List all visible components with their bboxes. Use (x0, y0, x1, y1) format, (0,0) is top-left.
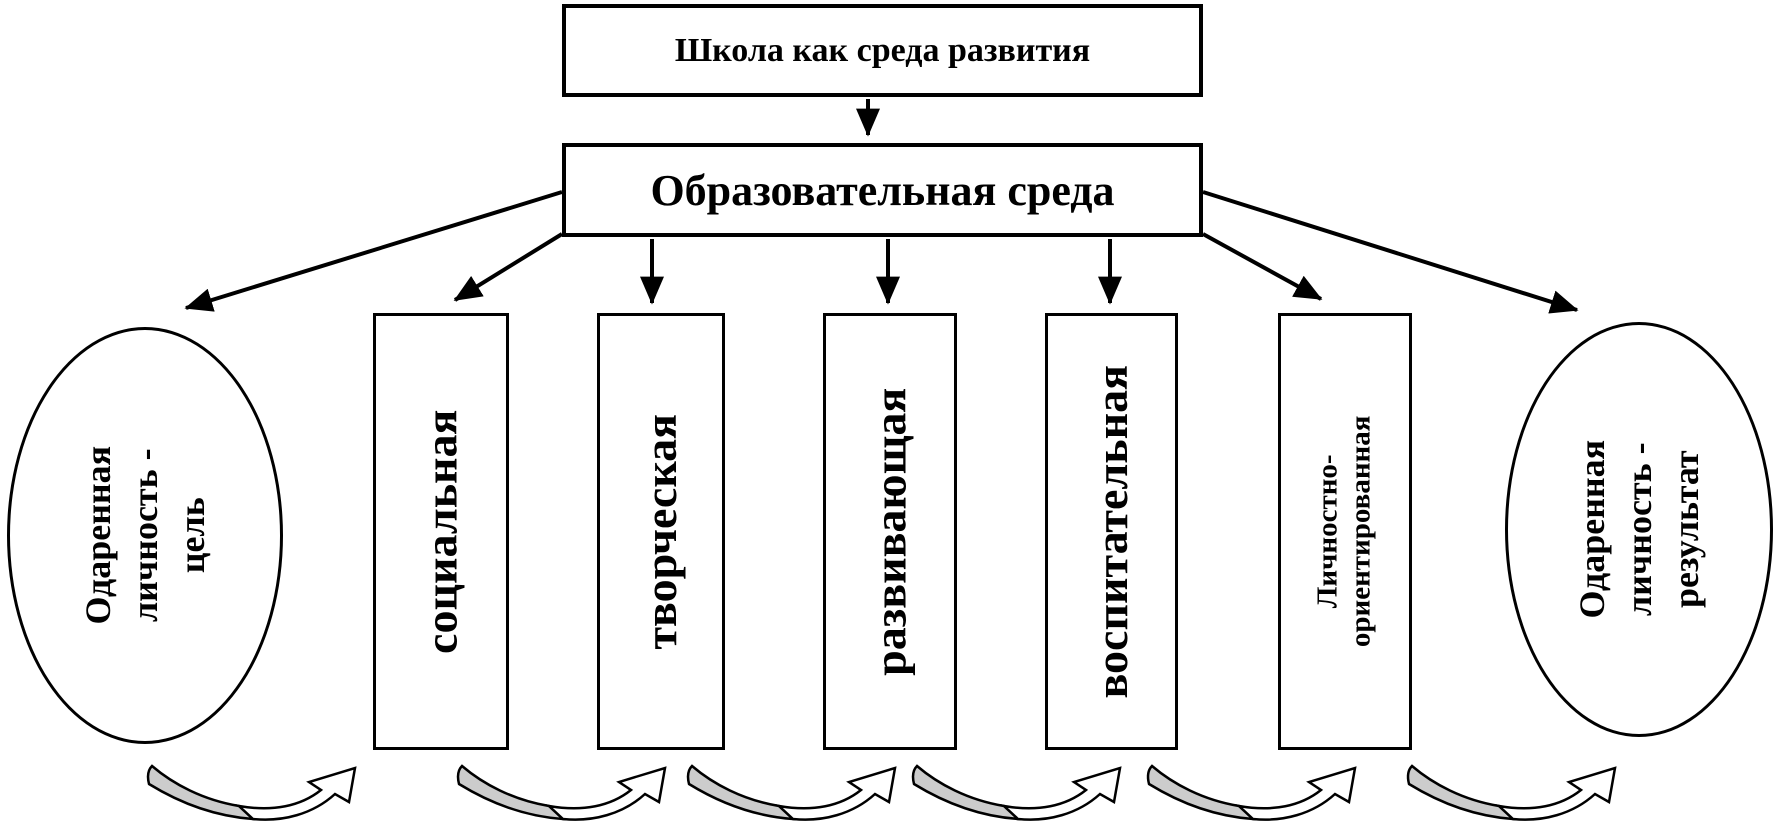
goal-ellipse-line: личность - (124, 448, 165, 623)
component-personality-oriented-label: Личностно- ориентированная (1312, 416, 1379, 648)
result-ellipse-label: Одаренная личность - результат (1569, 440, 1709, 619)
env-box-label: Образовательная среда (650, 165, 1115, 215)
component-personality-oriented-line: ориентированная (1345, 415, 1378, 648)
component-social: социальная (373, 313, 509, 750)
component-social-label: социальная (415, 409, 467, 654)
result-ellipse-line: Одаренная (1571, 440, 1612, 619)
component-personality-oriented-line: Личностно- (1311, 454, 1344, 609)
component-developing: развивающая (823, 313, 957, 750)
cycle-arrow-icon (146, 764, 357, 821)
arrow-env-to-goal-ellipse (184, 190, 563, 312)
component-creative-label: творческая (635, 413, 687, 650)
env-box-educational-environment: Образовательная среда (562, 143, 1203, 237)
cycle-arrow-icon (1146, 764, 1357, 821)
goal-ellipse-line: Одаренная (77, 446, 118, 625)
arrow-env-to-result-ellipse (1202, 190, 1579, 314)
result-ellipse-line: результат (1665, 450, 1706, 609)
result-ellipse-line: личность - (1618, 442, 1659, 617)
goal-ellipse-gifted-person: Одаренная личность - цель (7, 327, 283, 744)
cycle-arrow-icon (911, 764, 1122, 821)
root-box-school: Школа как среда развития (562, 4, 1203, 97)
result-ellipse-gifted-person: Одаренная личность - результат (1505, 322, 1773, 737)
cycle-arrow-icon (1406, 764, 1617, 821)
arrow-env-to-social (453, 232, 564, 302)
cycle-arrow-icon (686, 764, 897, 821)
cycle-arrow-icon (456, 764, 667, 821)
component-personality-oriented: Личностно- ориентированная (1278, 313, 1412, 750)
goal-ellipse-line: цель (171, 497, 212, 574)
root-box-label: Школа как среда развития (674, 31, 1091, 69)
component-creative: творческая (597, 313, 725, 750)
component-upbringing: воспитательная (1045, 313, 1178, 750)
component-developing-label: развивающая (864, 387, 916, 676)
component-upbringing-label: воспитательная (1085, 364, 1137, 699)
arrow-env-to-personality-oriented (1202, 232, 1323, 301)
goal-ellipse-label: Одаренная личность - цель (75, 446, 215, 625)
